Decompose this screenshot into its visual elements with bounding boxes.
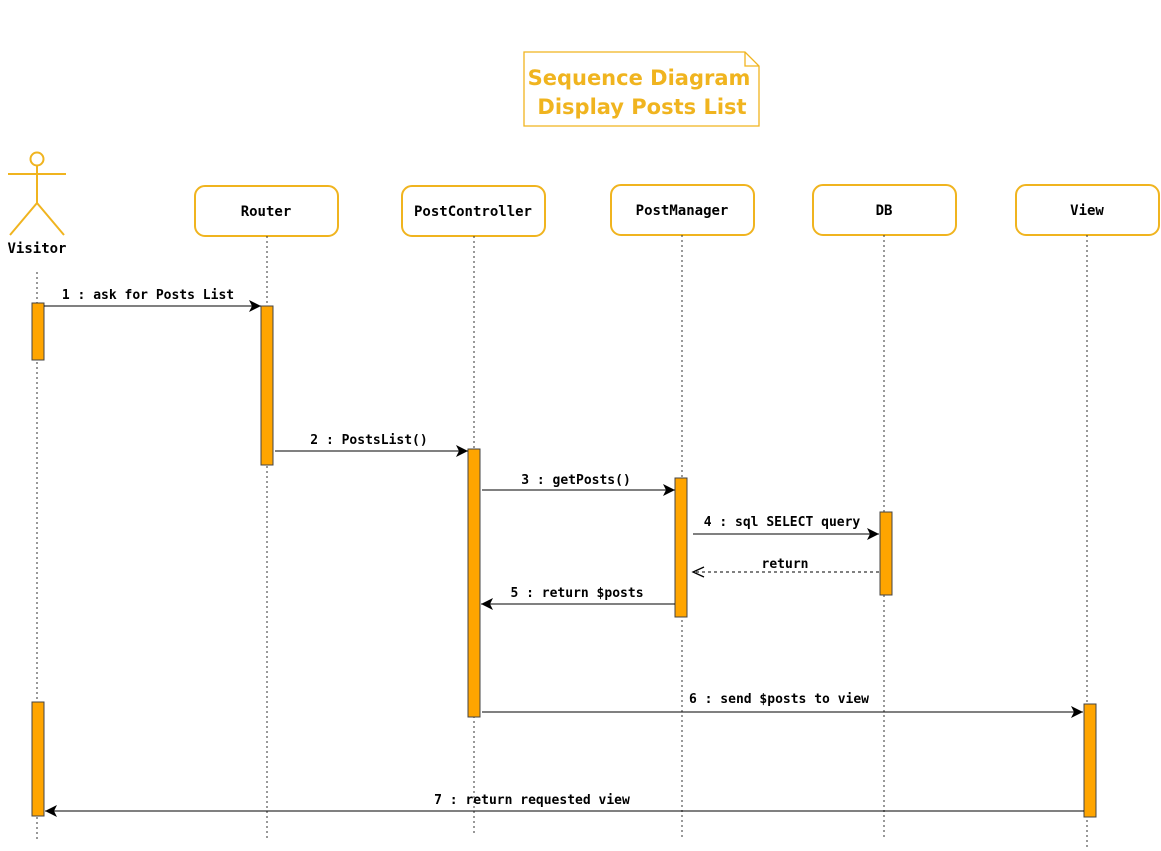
- activations: [31, 302, 1097, 818]
- message-5: 5 : return $posts: [481, 586, 675, 610]
- actor-label: Visitor: [7, 241, 66, 257]
- message-label-2: 2 : PostsList(): [310, 433, 427, 448]
- stick-figure-icon: [8, 151, 66, 236]
- participant-label-postmanager: PostManager: [636, 203, 729, 219]
- participant-label-postcontroller: PostController: [414, 204, 532, 220]
- lifelines: [36, 235, 1088, 848]
- participant-view: View: [1015, 184, 1160, 236]
- message-label-return: return: [762, 557, 809, 572]
- participant-router: Router: [194, 185, 339, 237]
- participant-postcontroller: PostController: [401, 185, 546, 237]
- activation-visitor-1: [31, 302, 45, 361]
- message-7: 7 : return requested view: [45, 793, 1084, 817]
- message-label-7: 7 : return requested view: [434, 793, 630, 808]
- title-line-1: Sequence Diagram: [528, 66, 751, 90]
- activation-postmanager: [674, 477, 688, 618]
- message-2: 2 : PostsList(): [275, 433, 468, 457]
- message-label-4: 4 : sql SELECT query: [704, 515, 861, 530]
- activation-visitor-2: [31, 701, 45, 817]
- participant-postmanager: PostManager: [610, 184, 755, 236]
- title-note: Sequence Diagram Display Posts List: [523, 51, 760, 127]
- activation-router: [260, 305, 274, 466]
- activation-view: [1083, 703, 1097, 818]
- message-label-1: 1 : ask for Posts List: [62, 288, 234, 303]
- title-line-2: Display Posts List: [537, 95, 746, 119]
- participant-label-db: DB: [876, 203, 893, 219]
- participant-label-view: View: [1070, 203, 1104, 219]
- message-label-6: 6 : send $posts to view: [689, 692, 869, 707]
- activation-postcontroller: [467, 448, 481, 718]
- message-3: 3 : getPosts(): [482, 473, 675, 496]
- activation-db: [879, 511, 893, 596]
- message-label-3: 3 : getPosts(): [521, 473, 631, 488]
- message-1: 1 : ask for Posts List: [44, 288, 261, 312]
- actor-visitor: Visitor: [7, 151, 67, 257]
- message-return: return: [691, 557, 879, 578]
- message-4: 4 : sql SELECT query: [693, 515, 879, 540]
- participant-db: DB: [812, 184, 957, 236]
- participant-label-router: Router: [241, 204, 292, 220]
- message-label-5: 5 : return $posts: [510, 586, 643, 601]
- message-6: 6 : send $posts to view: [482, 692, 1083, 718]
